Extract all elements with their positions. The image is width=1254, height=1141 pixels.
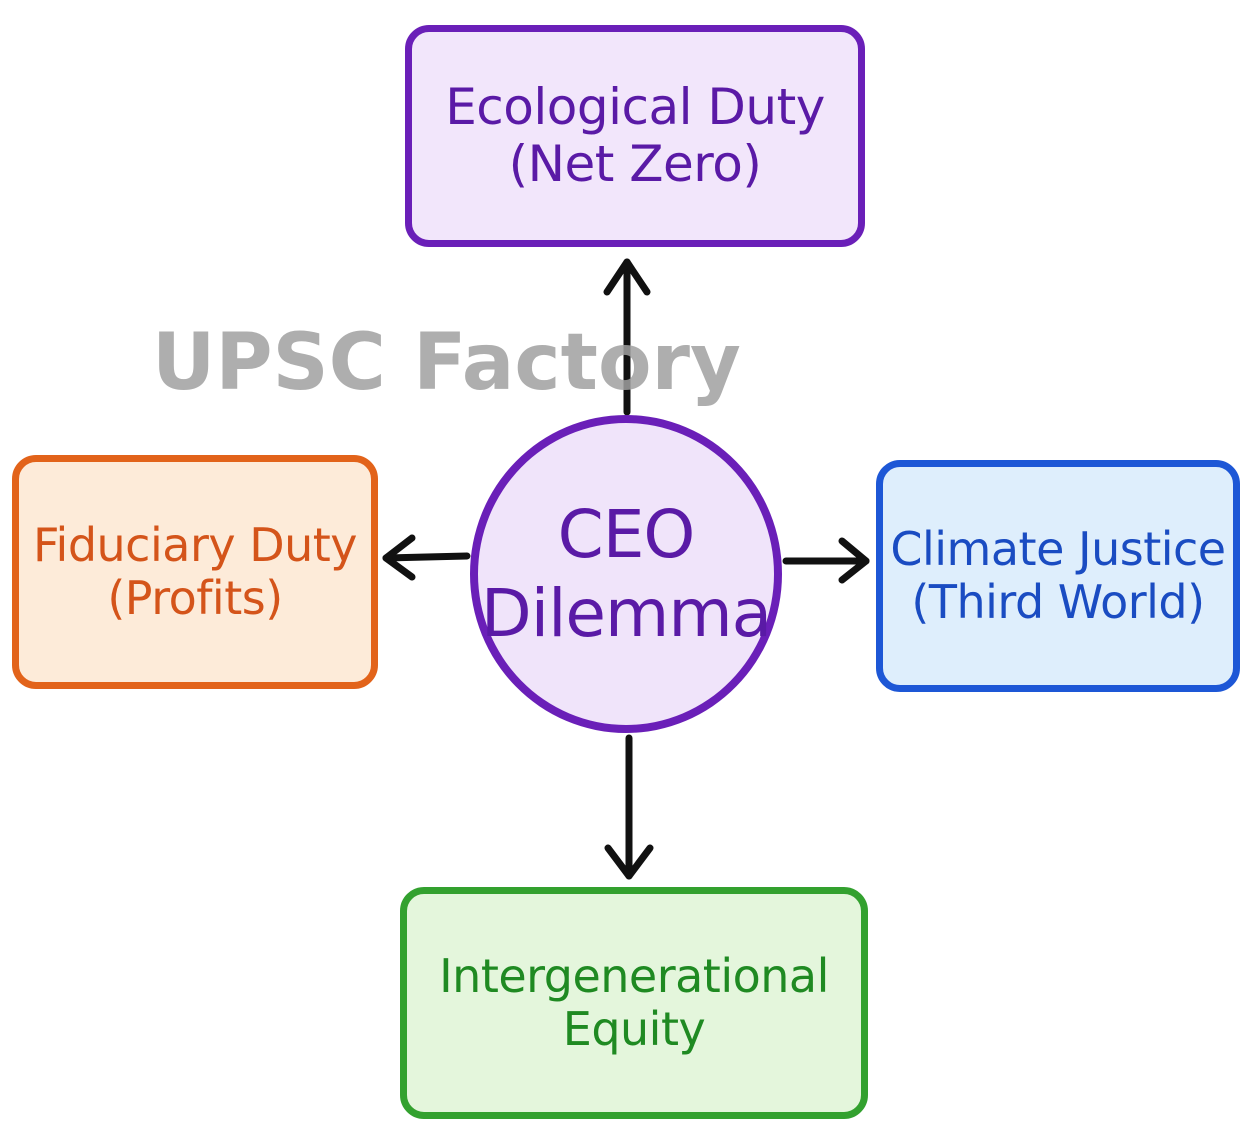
- fiduciary-duty-title: Fiduciary Duty: [32, 518, 358, 573]
- ceo-dilemma-line1: CEO: [557, 495, 696, 573]
- intergenerational-equity-title: Intergenerational: [439, 949, 829, 1004]
- arrow-to-left: [382, 534, 471, 581]
- climate-justice-subtitle: (Third World): [911, 575, 1205, 629]
- ecological-duty-subtitle: (Net Zero): [508, 135, 762, 193]
- ecological-duty-title: Ecological Duty: [445, 77, 825, 136]
- fiduciary-duty-subtitle: (Profits): [107, 571, 283, 625]
- arrow-to-top: [603, 258, 651, 416]
- arrow-to-bottom: [604, 734, 654, 880]
- climate-justice-box: Climate Justice (Third World): [876, 460, 1240, 692]
- ceo-dilemma-circle: CEO Dilemma: [470, 415, 782, 733]
- intergenerational-equity-subtitle: Equity: [562, 1002, 706, 1056]
- arrow-to-right: [782, 537, 870, 584]
- fiduciary-duty-box: Fiduciary Duty (Profits): [12, 455, 378, 689]
- ceo-dilemma-line2: Dilemma: [480, 575, 772, 652]
- intergenerational-equity-box: Intergenerational Equity: [400, 887, 868, 1119]
- ecological-duty-box: Ecological Duty (Net Zero): [405, 25, 865, 247]
- climate-justice-title: Climate Justice: [890, 522, 1226, 577]
